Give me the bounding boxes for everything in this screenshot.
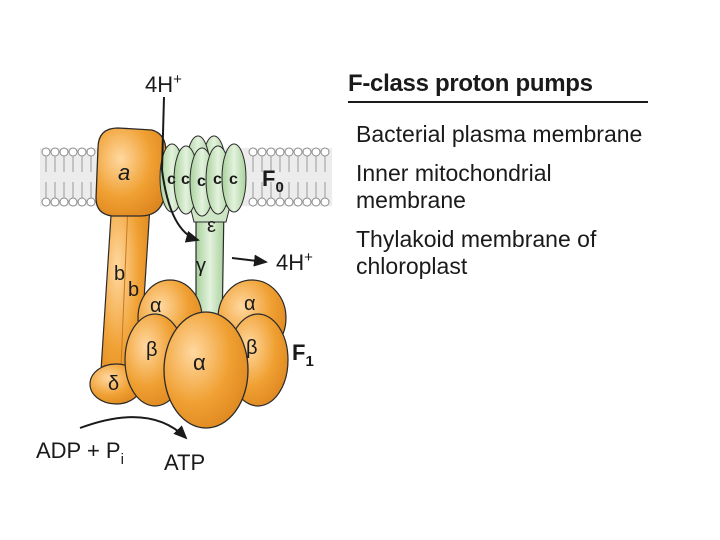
b-subunit-label-lower: b <box>128 279 139 301</box>
beta-label-left: β <box>146 339 158 361</box>
c-subunit-label: c <box>167 171 176 188</box>
proton-entry-arrow <box>160 96 200 243</box>
c-subunit-label: c <box>197 173 206 190</box>
f0-label: F0 <box>262 166 284 196</box>
f1-head <box>124 279 289 429</box>
alpha-label-left: α <box>150 295 162 317</box>
epsilon-label: ε <box>207 215 216 237</box>
product-label: ATP <box>164 450 205 475</box>
pump-locations-panel: F-class proton pumps Bacterial plasma me… <box>348 70 648 292</box>
proton-exit-arrow <box>231 254 268 267</box>
beta-label-right: β <box>246 337 258 359</box>
location-item-bacterial: Bacterial plasma membrane <box>356 121 643 147</box>
atp-synthesis-arrow <box>79 416 188 440</box>
alpha-label-front: α <box>193 350 206 375</box>
alpha-label-right: α <box>244 293 256 315</box>
c-subunit-label: c <box>229 171 238 188</box>
c-subunit <box>221 143 247 213</box>
a-subunit-label: a <box>118 160 130 185</box>
b-subunit-label-upper: b <box>114 263 125 285</box>
panel-title: F-class proton pumps <box>348 70 648 103</box>
f1-label: F1 <box>292 340 314 370</box>
alpha-subunit-front <box>163 311 249 429</box>
location-item-mitochondrial: Inner mitochondrial membrane <box>356 160 552 213</box>
c-subunit-label: c <box>213 171 222 188</box>
reactants-label: ADP + Pi <box>36 438 124 468</box>
delta-label: δ <box>108 373 119 395</box>
a-subunit <box>95 127 167 217</box>
location-list: Bacterial plasma membrane Inner mitochon… <box>356 121 648 280</box>
gamma-label: γ <box>196 255 206 277</box>
proton-in-label: 4H+ <box>145 71 182 97</box>
c-subunit-label: c <box>181 171 190 188</box>
location-item-thylakoid: Thylakoid membrane of chloroplast <box>356 226 597 279</box>
proton-out-label: 4H+ <box>276 249 313 275</box>
